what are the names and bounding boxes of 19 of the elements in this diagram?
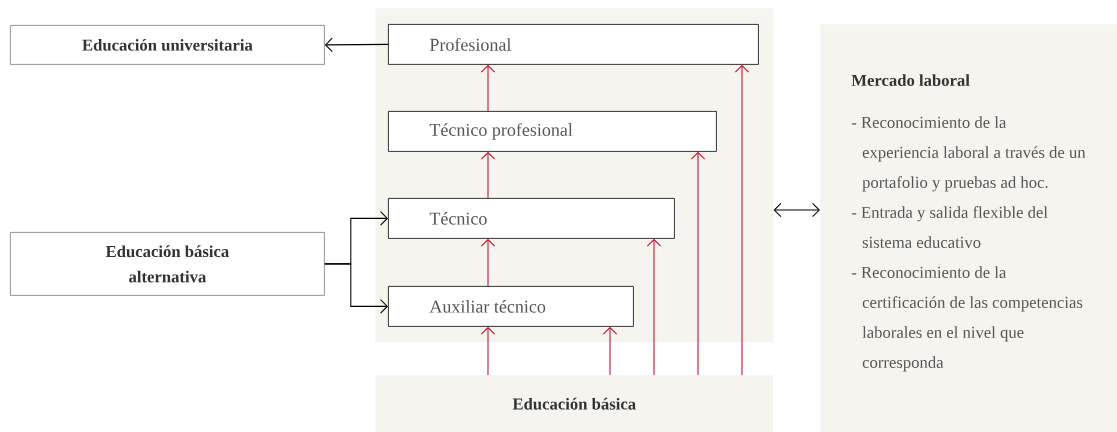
level-box: Profesional bbox=[388, 24, 759, 65]
arrow bbox=[324, 37, 389, 53]
arrow bbox=[646, 238, 662, 376]
level-box: Auxiliar técnico bbox=[388, 286, 634, 327]
arrow bbox=[690, 151, 706, 376]
arrow bbox=[480, 326, 496, 376]
text-box: Educación universitaria bbox=[10, 25, 325, 65]
info-panel: Mercado laboral - Reconocimiento de la experiencia laboral a través de un portafolio y pruebas ad hoc. - Entrada y salida flexible del sistema educativo - Reconocimiento de la certificación de las competencias laborales en el nivel que corresponda bbox=[820, 24, 1117, 432]
arrow bbox=[324, 263, 388, 314]
arrow bbox=[773, 202, 820, 218]
arrow bbox=[480, 151, 496, 199]
arrow bbox=[602, 326, 618, 376]
level-box: Técnico profesional bbox=[388, 111, 717, 152]
base-panel: Educación básica bbox=[375, 375, 774, 432]
level-box: Técnico bbox=[388, 198, 675, 239]
arrow bbox=[734, 64, 750, 376]
text-box: Educación básica alternativa bbox=[10, 232, 325, 296]
arrow bbox=[480, 64, 496, 112]
arrow bbox=[480, 238, 496, 287]
